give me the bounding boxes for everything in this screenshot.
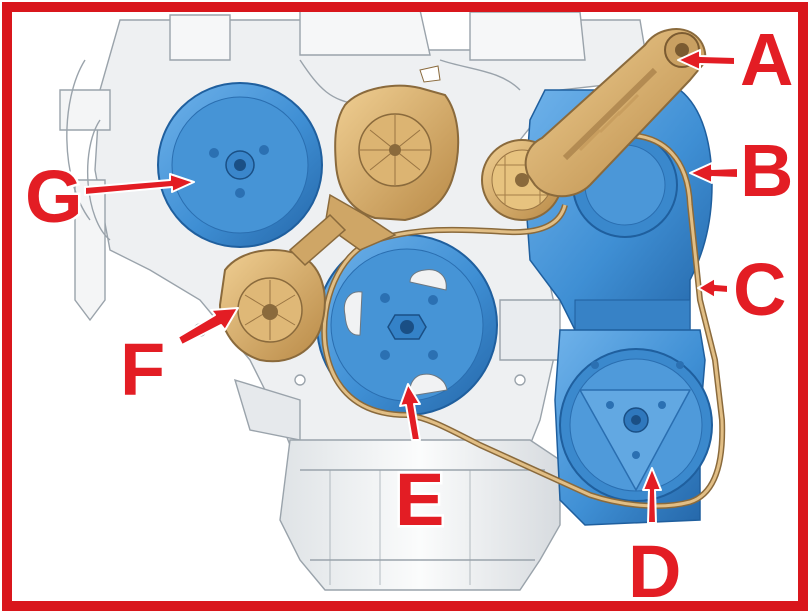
arrow-b	[689, 162, 739, 184]
callout-arrows	[84, 49, 739, 524]
label-c: C	[733, 248, 786, 331]
arrow-g	[84, 173, 195, 196]
label-b: B	[740, 129, 793, 212]
arrow-c	[697, 277, 729, 299]
water-pump-pulley	[157, 82, 323, 248]
pump-housing	[324, 65, 460, 251]
label-f: F	[120, 328, 165, 411]
crankshaft-pulley	[316, 234, 498, 416]
tensioner-arm	[524, 28, 707, 198]
callout-letters: A B C D E F G	[23, 16, 796, 613]
serpentine-belt	[321, 132, 726, 509]
ac-compressor	[554, 329, 713, 526]
oil-sump	[279, 439, 561, 591]
label-e: E	[395, 458, 444, 541]
idler-pulley	[218, 213, 347, 363]
arrow-d	[642, 467, 662, 524]
label-d: D	[628, 530, 681, 613]
arrow-a	[677, 49, 736, 71]
arrow-f	[177, 307, 239, 346]
arrow-e	[399, 383, 421, 441]
label-g: G	[25, 155, 83, 238]
label-a: A	[740, 18, 793, 101]
